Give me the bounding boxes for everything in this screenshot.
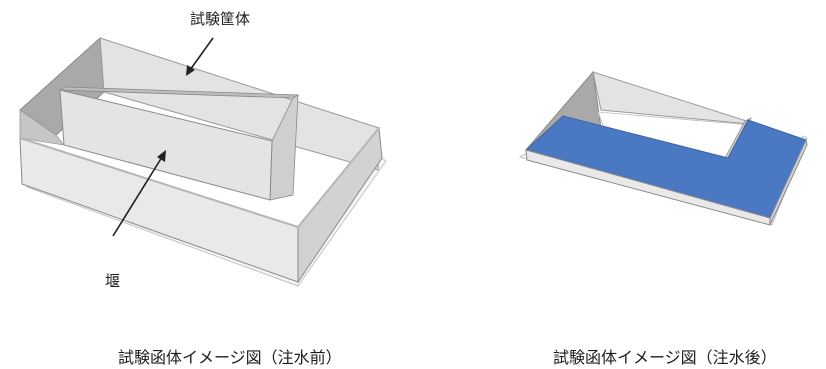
label-weir: 堰 xyxy=(105,272,121,290)
caption-after-water: 試験函体イメージ図（注水後） xyxy=(553,348,777,367)
wall-top-rim xyxy=(19,127,380,229)
outer-wall-front-right xyxy=(769,138,808,226)
weir-front-face xyxy=(59,89,273,201)
base-plate xyxy=(518,135,808,226)
box-before-water xyxy=(19,36,387,287)
arrow-weir xyxy=(112,150,166,237)
outer-wall-inner-left xyxy=(19,109,65,146)
caption-before-water: 試験函体イメージ図（注水前） xyxy=(118,348,342,367)
label-test-box: 試験筐体 xyxy=(190,10,251,28)
arrow-test-box xyxy=(186,37,214,76)
box-after-water xyxy=(518,70,808,226)
weir-side xyxy=(269,94,299,201)
